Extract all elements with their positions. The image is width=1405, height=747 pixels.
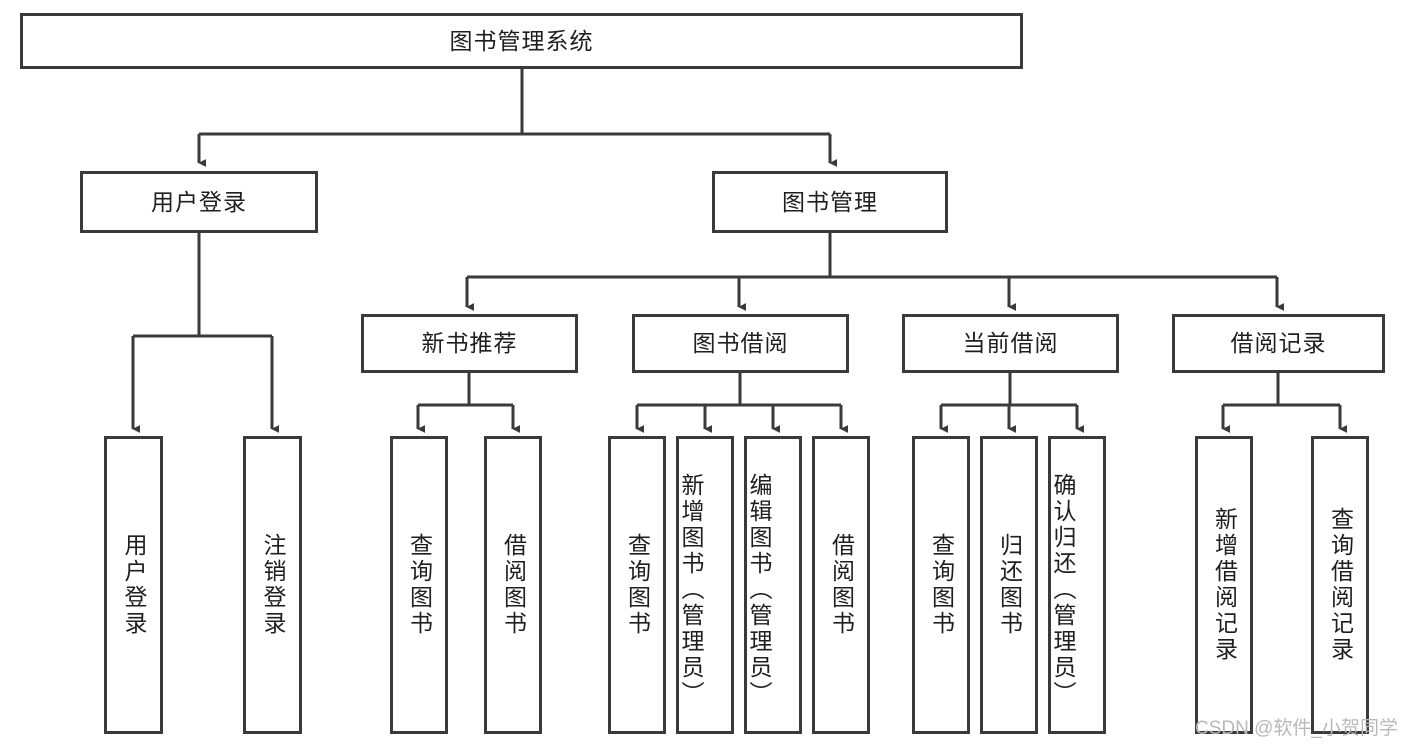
node-label: 图书管理系统 bbox=[449, 27, 594, 54]
node-label: 查询图书 bbox=[624, 533, 651, 637]
leaf-query-borrow-record[interactable]: 查询借阅记录 bbox=[1311, 436, 1369, 734]
node-label: 确认归还（管理员） bbox=[1050, 473, 1076, 707]
node-new-book-recommend[interactable]: 新书推荐 bbox=[361, 314, 578, 373]
leaf-borrow-book-recommend[interactable]: 借阅图书 bbox=[484, 436, 542, 734]
node-label: 借阅图书 bbox=[828, 533, 855, 637]
leaf-return-book[interactable]: 归还图书 bbox=[980, 436, 1038, 734]
node-current-borrow[interactable]: 当前借阅 bbox=[902, 314, 1119, 373]
node-label: 用户登录 bbox=[151, 188, 247, 215]
node-label: 查询图书 bbox=[406, 533, 433, 637]
leaf-query-book-current[interactable]: 查询图书 bbox=[912, 436, 970, 734]
node-label: 编辑图书（管理员） bbox=[746, 473, 772, 707]
node-label: 图书管理 bbox=[782, 188, 878, 215]
node-label: 归还图书 bbox=[996, 533, 1023, 637]
leaf-user-login[interactable]: 用户登录 bbox=[104, 436, 163, 734]
node-label: 用户登录 bbox=[121, 533, 147, 637]
node-label: 借阅图书 bbox=[500, 533, 527, 637]
node-label: 新增图书（管理员） bbox=[678, 473, 704, 707]
leaf-logout[interactable]: 注销登录 bbox=[243, 436, 302, 734]
watermark-label: CSDN @软件_小贺同学 bbox=[1195, 718, 1398, 739]
leaf-confirm-return-admin[interactable]: 确认归还（管理员） bbox=[1048, 436, 1106, 734]
node-label: 查询图书 bbox=[928, 533, 955, 637]
node-label: 查询借阅记录 bbox=[1327, 507, 1354, 663]
node-root-book-management-system[interactable]: 图书管理系统 bbox=[20, 13, 1023, 69]
node-user-login[interactable]: 用户登录 bbox=[80, 171, 318, 233]
leaf-query-book-recommend[interactable]: 查询图书 bbox=[390, 436, 448, 734]
leaf-query-book-borrow[interactable]: 查询图书 bbox=[608, 436, 666, 734]
leaf-edit-book-admin[interactable]: 编辑图书（管理员） bbox=[744, 436, 802, 734]
node-borrow-record[interactable]: 借阅记录 bbox=[1172, 314, 1385, 373]
node-label: 注销登录 bbox=[260, 533, 286, 637]
leaf-add-book-admin[interactable]: 新增图书（管理员） bbox=[676, 436, 734, 734]
node-label: 新书推荐 bbox=[421, 330, 518, 357]
node-label: 当前借阅 bbox=[962, 330, 1059, 357]
node-label: 新增借阅记录 bbox=[1211, 507, 1238, 663]
node-book-borrow[interactable]: 图书借阅 bbox=[632, 314, 849, 373]
leaf-borrow-book[interactable]: 借阅图书 bbox=[812, 436, 870, 734]
node-label: 借阅记录 bbox=[1230, 330, 1327, 357]
leaf-add-borrow-record[interactable]: 新增借阅记录 bbox=[1195, 436, 1253, 734]
node-book-management[interactable]: 图书管理 bbox=[712, 171, 948, 233]
node-label: 图书借阅 bbox=[692, 330, 789, 357]
